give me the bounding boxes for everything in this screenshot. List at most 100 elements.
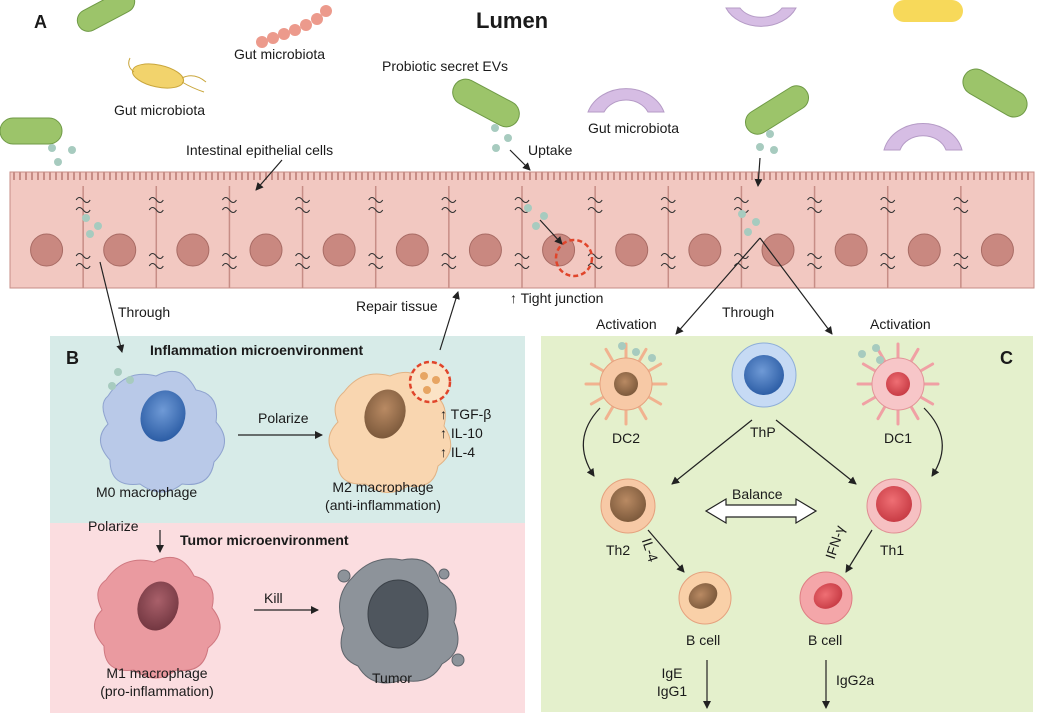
ev-dot <box>524 204 532 212</box>
m2-name: M2 macrophage <box>332 479 434 495</box>
epithelial-cell <box>880 186 941 288</box>
epithelial-cell <box>221 186 283 288</box>
label-th2: Th2 <box>606 542 631 558</box>
epithelial-cell <box>733 186 795 288</box>
balance-arrow <box>704 497 818 525</box>
epithelial-cell <box>587 186 649 288</box>
panel-a-arrows <box>99 149 833 353</box>
label-ige: IgE <box>661 665 683 681</box>
epithelial-cell <box>30 233 64 267</box>
label-dc2: DC2 <box>612 430 641 446</box>
label-polarize-right: Polarize <box>258 410 309 426</box>
b-cell-right <box>799 571 853 625</box>
microbe-crescent-right <box>883 123 963 151</box>
label-thp: ThP <box>750 424 776 440</box>
label-igg2a: IgG2a <box>836 672 875 688</box>
epithelial-cell <box>660 186 722 288</box>
th2-cell <box>600 478 656 534</box>
microbe-rod-farright <box>962 68 1028 118</box>
thp-cell <box>731 342 797 408</box>
microbe-crescent-topright <box>725 7 797 27</box>
ev-dots-m0 <box>108 368 134 390</box>
microbe-chain <box>256 5 332 48</box>
epithelial-cell <box>441 186 502 288</box>
label-b-cell-left: B cell <box>686 632 721 648</box>
ev-dots-dc1 <box>858 344 884 364</box>
epithelial-cell <box>148 186 210 288</box>
tumor-title: Tumor microenvironment <box>180 532 349 548</box>
ev-dot <box>86 230 94 238</box>
tumor-cell <box>337 558 465 684</box>
epithelial-cell <box>953 186 1014 288</box>
m1-name: M1 macrophage <box>106 665 208 681</box>
label-igg1: IgG1 <box>656 683 688 699</box>
ev-dot <box>532 222 540 230</box>
microbe-probiotic-rod <box>452 78 520 128</box>
cytokine-list: ↑ TGF-β ↑ IL-10 ↑ IL-4 <box>440 405 491 462</box>
epithelial-cell <box>807 186 868 288</box>
label-dc1: DC1 <box>884 430 913 446</box>
cytokine-il10: ↑ IL-10 <box>440 425 483 441</box>
label-repair-tissue: Repair tissue <box>356 298 438 314</box>
tight-junction-highlight <box>554 238 594 278</box>
label-gut-microbiota-2: Gut microbiota <box>114 102 206 118</box>
th1-cell <box>866 478 922 534</box>
cytokine-il4: ↑ IL-4 <box>440 444 476 460</box>
ev-dot <box>82 214 90 222</box>
m0-macrophage-cell <box>100 370 225 493</box>
m2-ev-bubble <box>408 360 452 404</box>
label-probiotic-evs: Probiotic secret EVs <box>382 58 509 74</box>
epithelial-cell <box>75 186 137 288</box>
epithelial-cell <box>368 186 429 288</box>
label-gut-microbiota-1: Gut microbiota <box>234 46 326 62</box>
microbe-rod-right <box>744 85 810 135</box>
ev-dots-lumen <box>48 124 778 166</box>
m2-role: (anti-inflammation) <box>325 497 441 513</box>
label-tumor: Tumor <box>372 670 412 686</box>
label-balance: Balance <box>732 486 783 502</box>
label-b-cell-right: B cell <box>808 632 843 648</box>
microbe-rod-leftedge <box>0 117 63 145</box>
b-cell-left <box>678 571 732 625</box>
dc1-cell <box>856 342 940 426</box>
ev-dot <box>540 212 548 220</box>
microbe-rod-topleft <box>76 0 136 32</box>
ev-dot <box>744 228 752 236</box>
label-gut-microbiota-3: Gut microbiota <box>588 120 680 136</box>
label-activation-left: Activation <box>596 316 657 332</box>
label-epithelial-cells: Intestinal epithelial cells <box>186 142 334 158</box>
ev-dot <box>738 210 746 218</box>
label-through-left: Through <box>118 304 171 320</box>
ev-dot <box>94 222 102 230</box>
label-activation-right: Activation <box>870 316 931 332</box>
label-m1-macrophage: M1 macrophage (pro-inflammation) <box>92 664 222 700</box>
m1-role: (pro-inflammation) <box>100 683 214 699</box>
ev-dot <box>752 218 760 226</box>
microbe-flagellated <box>128 57 207 93</box>
label-through-right: Through <box>722 304 775 320</box>
label-tight-junction: ↑ Tight junction <box>510 290 604 306</box>
inflammation-title: Inflammation microenvironment <box>150 342 364 358</box>
panel-b-arrows <box>156 431 323 614</box>
label-th1: Th1 <box>880 542 905 558</box>
label-polarize-down: Polarize <box>88 518 139 534</box>
m1-macrophage-cell <box>94 556 221 679</box>
lumen-title: Lumen <box>476 8 549 33</box>
panel-b-letter: B <box>66 348 79 368</box>
dc2-cell <box>584 342 668 426</box>
m2-macrophage-cell <box>328 372 452 493</box>
epithelium-layer <box>9 171 1035 289</box>
panel-a-letter: A <box>34 12 47 32</box>
label-m2-macrophage: M2 macrophage (anti-inflammation) <box>318 478 448 514</box>
label-kill: Kill <box>264 590 283 606</box>
cytokine-tgfb: ↑ TGF-β <box>440 406 492 422</box>
microbe-crescent-mid <box>587 88 665 113</box>
label-uptake: Uptake <box>528 142 573 158</box>
microbe-yellow-topright <box>893 0 963 22</box>
label-m0-macrophage: M0 macrophage <box>96 484 198 500</box>
label-ig-left: IgE IgG1 <box>652 664 692 700</box>
panel-c-letter: C <box>1000 348 1013 368</box>
ev-dots-dc2 <box>618 342 656 362</box>
